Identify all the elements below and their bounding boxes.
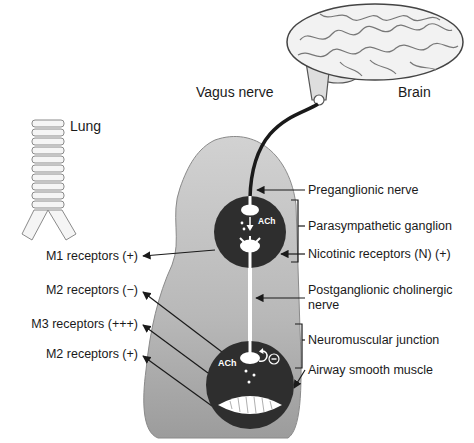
callout-label: M1 receptors (+) <box>46 249 138 264</box>
leader-arrow <box>294 370 305 388</box>
callout-label: Neuromuscular junction <box>308 333 439 348</box>
callout-label: Parasympathetic ganglion <box>308 219 452 234</box>
callout-label: Preganglionic nerve <box>308 183 419 198</box>
node-text: ACh <box>258 217 275 226</box>
leader-arrow <box>257 189 305 190</box>
brain <box>287 4 463 105</box>
vagus-nerve <box>250 104 318 198</box>
ganglion-circle: ACh <box>214 196 286 268</box>
leader-arrow <box>281 253 305 254</box>
callout-label: Nicotinic receptors (N) (+) <box>308 247 451 262</box>
lung-outline <box>144 136 301 438</box>
callout-label: M2 receptors (−) <box>46 283 138 298</box>
callout-label: Vagus nerve <box>196 84 274 101</box>
bracket <box>291 200 298 262</box>
neuromuscular-synapse <box>206 341 294 429</box>
ganglion-synapse <box>214 196 286 268</box>
bracket <box>295 324 302 368</box>
leader-arrow <box>143 356 212 406</box>
postganglionic-nerve <box>248 268 252 341</box>
callout-label: Postganglionic cholinergic nerve <box>308 283 470 313</box>
trachea <box>22 120 76 240</box>
callout-label: Lung <box>70 118 101 135</box>
leader-arrow <box>143 325 208 373</box>
node-text: ACh <box>218 359 237 368</box>
leader-line <box>298 225 305 226</box>
callout-label: M3 receptors (+++) <box>31 317 138 332</box>
leader-arrow <box>143 292 222 352</box>
callout-label: Airway smooth muscle <box>308 363 433 378</box>
callout-label: Brain <box>398 84 431 101</box>
junction-circle: ACh <box>206 341 294 429</box>
callout-label: M2 receptors (+) <box>46 347 138 362</box>
leader-arrow <box>256 297 305 298</box>
leader-arrow <box>143 250 215 256</box>
leader-line <box>302 339 305 340</box>
